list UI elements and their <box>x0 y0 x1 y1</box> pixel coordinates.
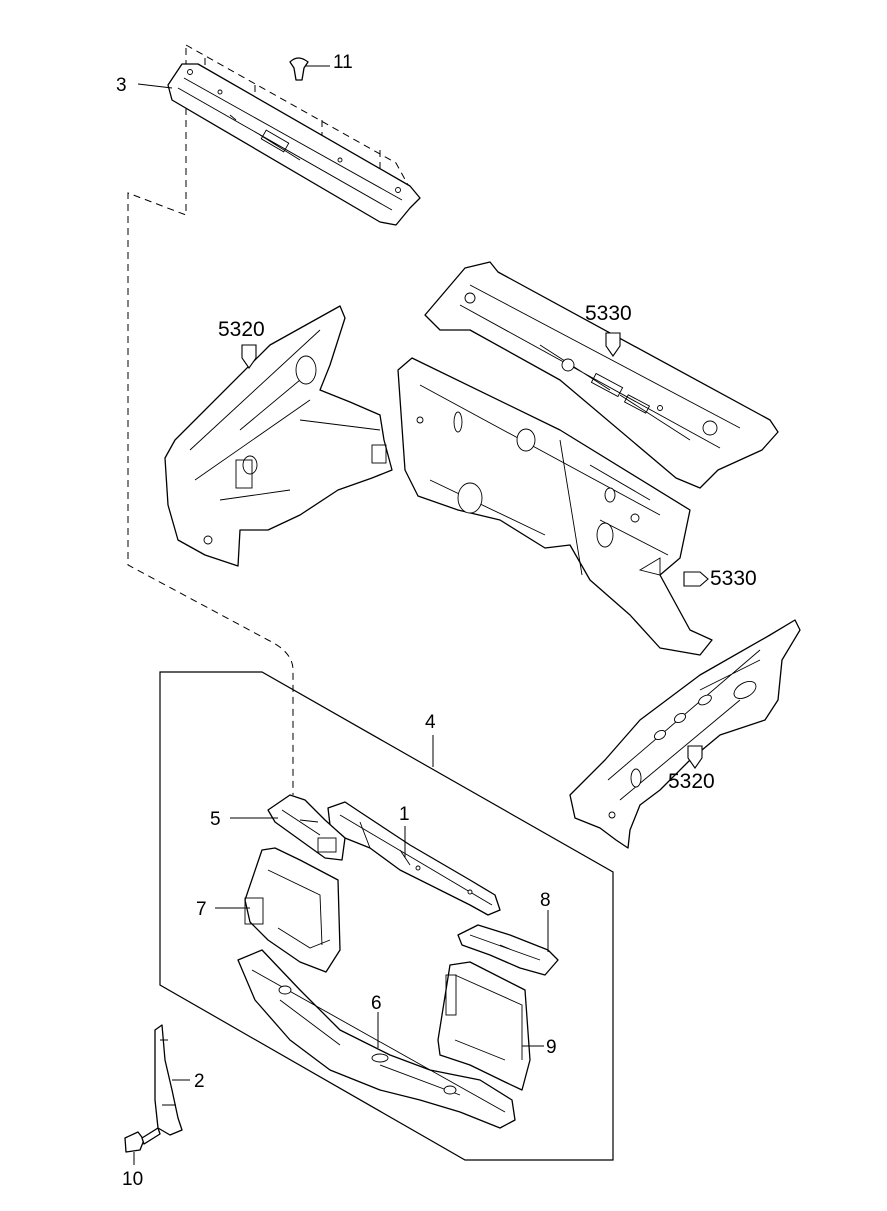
callout-10: 10 <box>122 1169 143 1190</box>
part-2-latch-bracket[interactable] <box>154 1024 183 1136</box>
part-5330-dash-panel[interactable] <box>397 357 713 656</box>
ref-arrow-5320-top <box>241 344 257 369</box>
part-5330-cowl-top[interactable] <box>424 261 779 489</box>
ref-label-5320-top: 5320 <box>218 318 265 341</box>
part-3-cowl-panel[interactable] <box>167 63 421 226</box>
part-8-right-bracket[interactable] <box>457 924 559 976</box>
callout-4: 4 <box>425 712 436 733</box>
part-5320-left-apron[interactable] <box>164 305 393 567</box>
callout-7: 7 <box>196 899 207 920</box>
part-5-left-bracket[interactable] <box>267 794 346 861</box>
ref-label-5330-top: 5330 <box>585 302 632 325</box>
ref-label-5320-bottom: 5320 <box>668 770 715 793</box>
callout-9: 9 <box>546 1037 557 1058</box>
part-7-left-side-panel[interactable] <box>244 847 341 973</box>
part-5320-right-apron[interactable] <box>569 619 801 849</box>
leader-lines <box>133 65 549 1165</box>
callout-5: 5 <box>210 809 221 830</box>
dashed-link-top <box>185 44 409 186</box>
part-10-bolt[interactable] <box>124 1127 161 1153</box>
callout-3: 3 <box>116 75 127 96</box>
part-11-clip[interactable] <box>289 57 309 81</box>
ref-label-5330-right: 5330 <box>710 567 757 590</box>
callout-2: 2 <box>194 1071 205 1092</box>
part-1-upper-member[interactable] <box>327 801 501 916</box>
callout-11: 11 <box>333 52 353 73</box>
part-6-lower-member[interactable] <box>237 949 516 1129</box>
part-9-right-side-panel[interactable] <box>437 961 531 1091</box>
ref-arrow-5330-top <box>605 332 621 357</box>
callout-6: 6 <box>371 993 382 1014</box>
assembly-frame <box>159 671 614 1161</box>
callout-1: 1 <box>399 804 410 825</box>
callout-8: 8 <box>540 890 551 911</box>
ref-arrow-5330-right <box>683 571 709 587</box>
leader-3 <box>137 83 173 89</box>
ref-arrow-5320-bottom <box>687 745 703 769</box>
dashed-link-left <box>127 48 294 795</box>
